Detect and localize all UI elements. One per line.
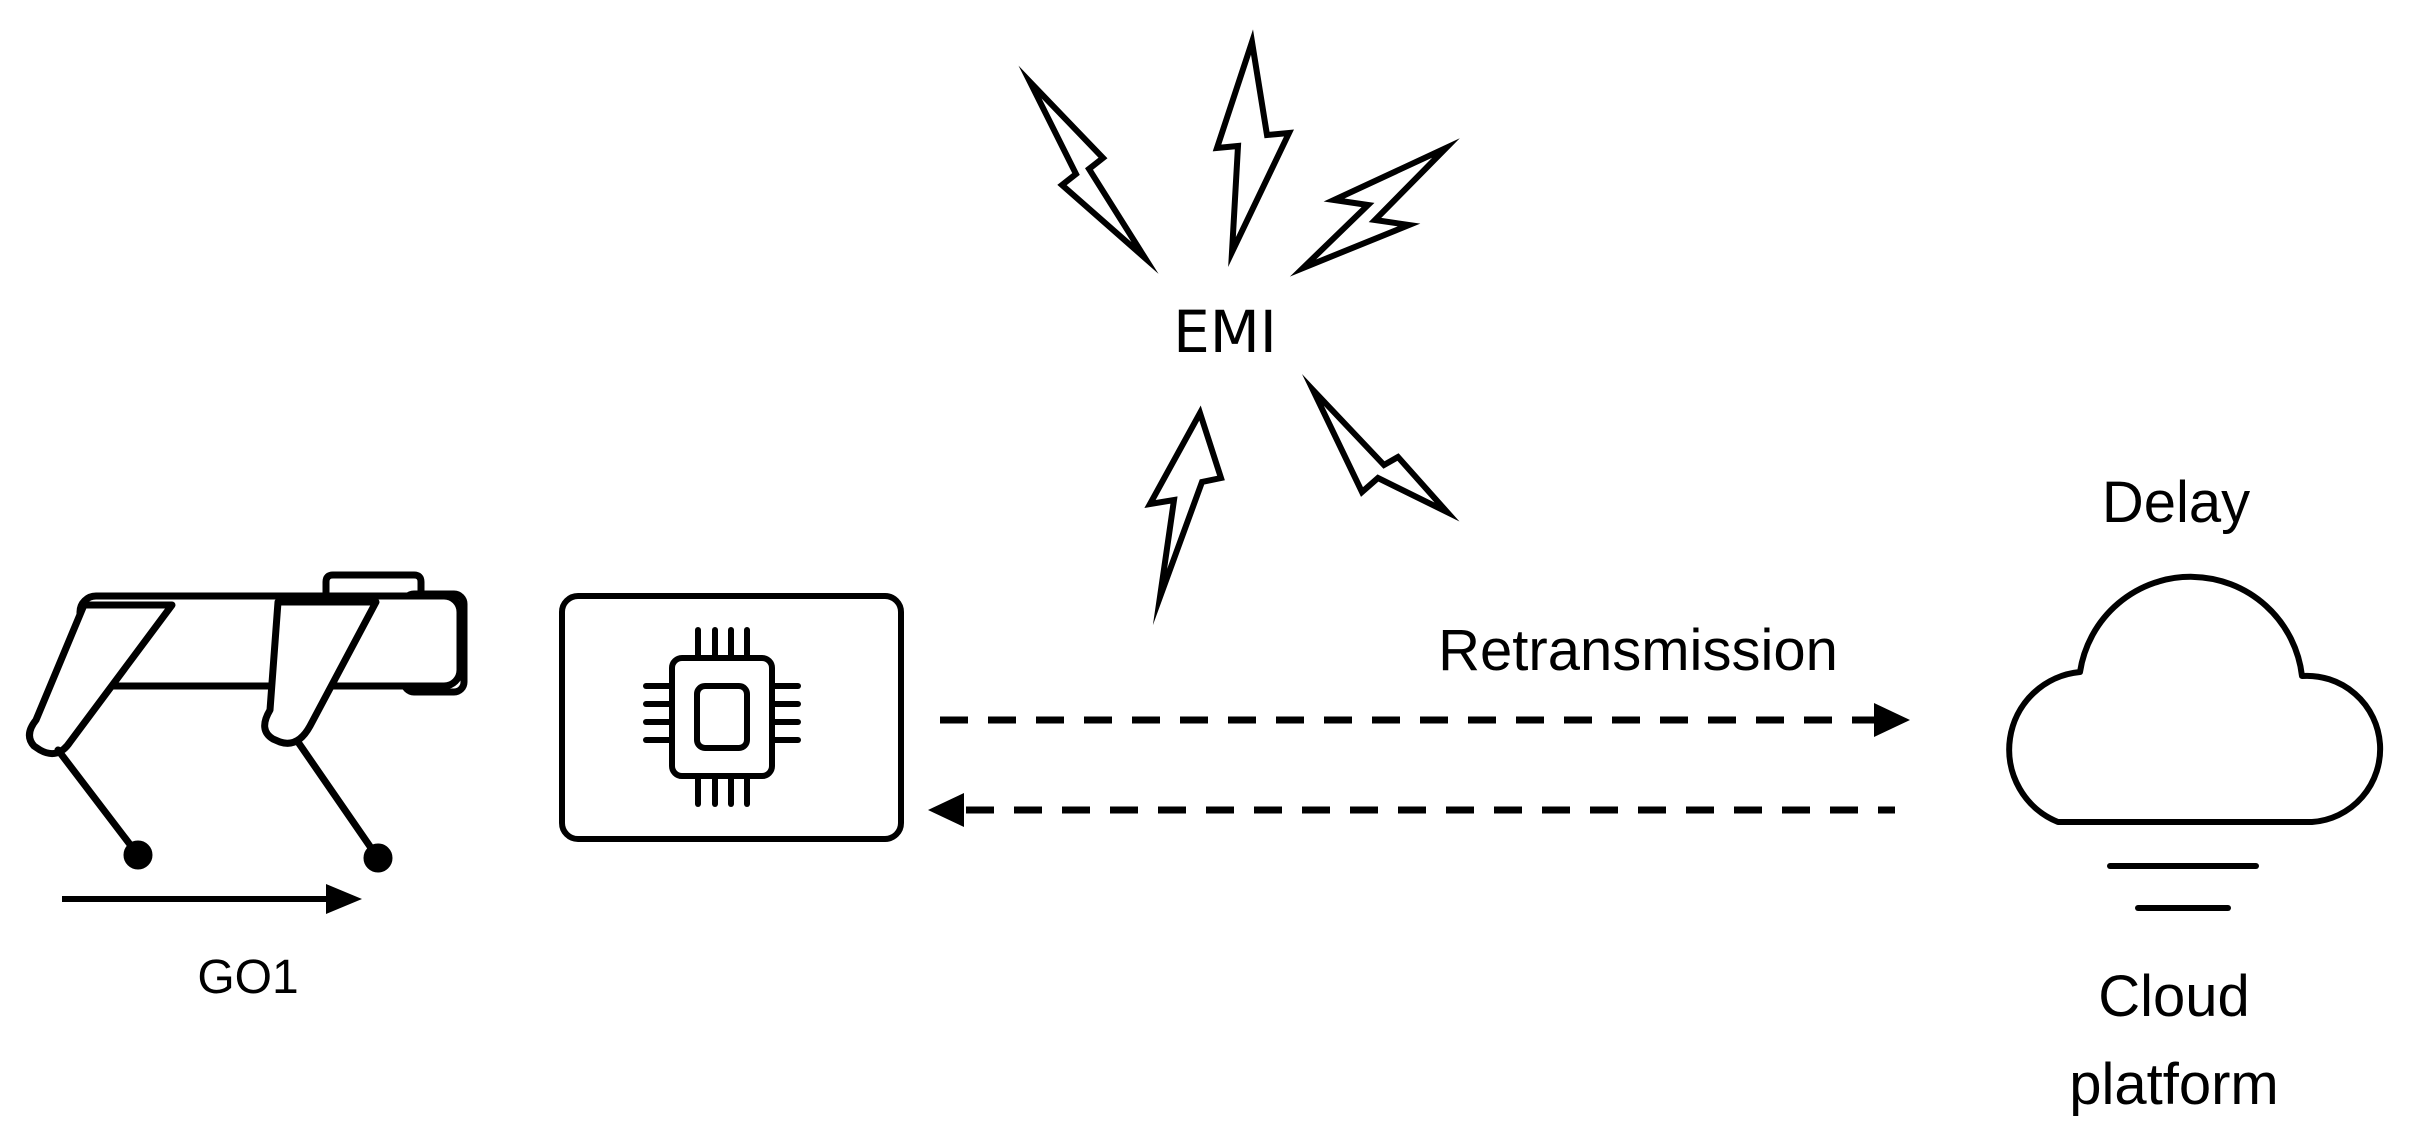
downlink-arrow xyxy=(928,793,1895,827)
lightning-icon xyxy=(1144,405,1225,626)
chip-icon xyxy=(643,627,801,807)
emi-label: EMI xyxy=(1173,298,1277,366)
robot-dog-icon xyxy=(26,571,468,873)
lightning-icon xyxy=(1301,374,1460,522)
cloud-label-line1: Cloud xyxy=(2098,964,2250,1029)
cloud-icon xyxy=(2006,573,2384,825)
uplink-arrow xyxy=(940,703,1910,737)
ground-lines xyxy=(2107,863,2259,911)
lightning-icon xyxy=(1018,65,1159,274)
motion-arrow xyxy=(62,884,362,914)
chip-module xyxy=(559,593,904,842)
lightning-icon xyxy=(1289,138,1460,277)
lightning-icon xyxy=(1212,29,1294,267)
retransmission-label: Retransmission xyxy=(1438,618,1838,683)
delay-label: Delay xyxy=(2102,470,2250,535)
robot-label: GO1 xyxy=(197,951,298,1004)
cloud-label-line2: platform xyxy=(2069,1052,2279,1117)
